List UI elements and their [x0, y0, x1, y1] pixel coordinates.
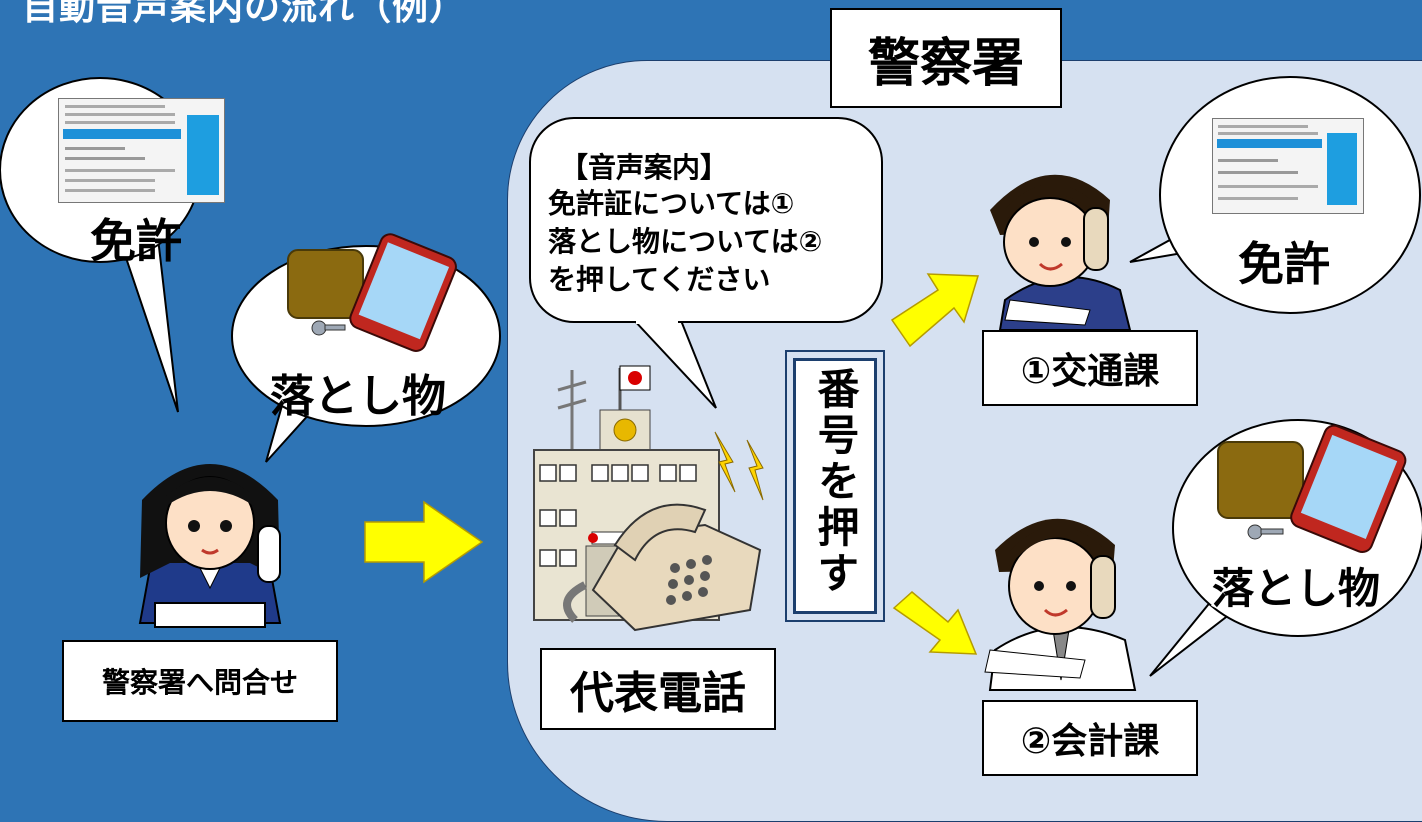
- dept1-bubble-text: 免許: [1238, 237, 1330, 291]
- dept2-bubble-text: 落とし物: [1212, 564, 1381, 613]
- dept1-label-text: ①交通課: [1020, 351, 1160, 392]
- caller-label-text: 警察署へ問合せ: [101, 666, 298, 699]
- dept1-license-card-icon: [1212, 118, 1364, 214]
- voice-guidance-bubble: [529, 117, 883, 409]
- license-card-icon: [58, 98, 225, 203]
- caller-bubble-license-text: 免許: [90, 214, 182, 268]
- ringing-lightning-icon: [714, 431, 764, 501]
- voice-guidance-line1: 【音声案内】: [560, 151, 729, 184]
- page-title: 自動音声案内の流れ（例）: [22, 0, 467, 28]
- dept2-wallet-phone-icon: [1217, 424, 1407, 553]
- dept2-label-text: ②会計課: [1020, 721, 1160, 762]
- police-station-label: 警察署: [830, 8, 1062, 108]
- main-phone-label-text: 代表電話: [570, 668, 746, 719]
- press-number-text: 番号を押す: [811, 367, 860, 597]
- wallet-phone-icon: [287, 233, 457, 352]
- caller-label: 警察署へ問合せ: [62, 640, 338, 722]
- voice-guidance-line3: 落とし物については②: [548, 225, 823, 258]
- arrow-caller-to-phone: [364, 500, 484, 584]
- caller-bubble-lost-text: 落とし物: [270, 371, 446, 422]
- arrow-to-dept1: [890, 273, 980, 348]
- caller-woman-icon: [138, 464, 282, 628]
- voice-guidance-line2: 免許証については①: [548, 187, 795, 220]
- accounting-officer-icon: [984, 518, 1137, 691]
- police-station-label-text: 警察署: [867, 33, 1024, 94]
- dept2-speech-bubble: [1149, 419, 1422, 677]
- press-number-label: 番号を押す: [785, 350, 885, 622]
- dept2-label: ②会計課: [982, 700, 1198, 776]
- telephone-icon: [563, 503, 762, 632]
- traffic-officer-icon: [990, 174, 1132, 331]
- dept1-label: ①交通課: [982, 330, 1198, 406]
- arrow-to-dept2: [892, 591, 978, 655]
- voice-guidance-line4: を押してください: [548, 263, 771, 296]
- main-phone-label: 代表電話: [540, 648, 776, 730]
